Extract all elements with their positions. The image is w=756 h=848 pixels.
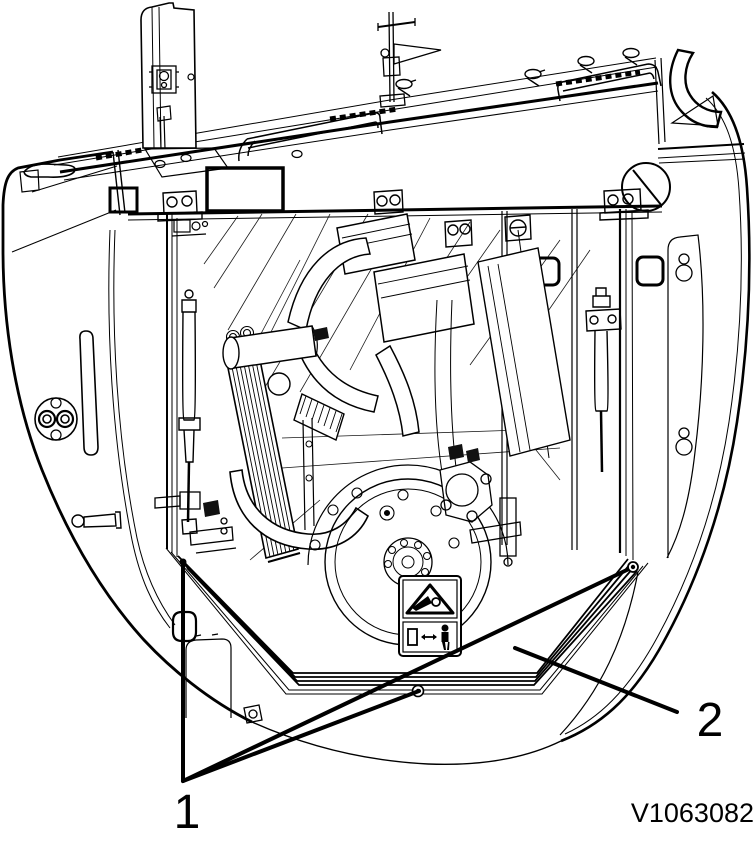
- open-access-door: [140, 2, 303, 178]
- callout-2-line: [513, 646, 679, 714]
- engine-plate: [477, 247, 571, 457]
- flex-pipe: [293, 393, 345, 441]
- callout-2-label: 2: [697, 694, 724, 747]
- pump-cluster: [439, 444, 522, 567]
- engine-assembly: [154, 213, 591, 646]
- lower-hood-panel: [171, 571, 639, 736]
- engine-box-b: [373, 253, 475, 343]
- figure-id: V1063082: [631, 798, 754, 828]
- left-panel-details: [34, 330, 122, 529]
- compartment-frame: [127, 204, 704, 561]
- machine-body-outline: [1, 91, 751, 766]
- door-latch: [149, 65, 179, 94]
- top-right-corner: [621, 48, 723, 212]
- curved-guard: [669, 48, 723, 129]
- charge-pipe: [222, 325, 329, 370]
- coolant-hose: [229, 469, 370, 550]
- warning-decal: [398, 575, 462, 657]
- keep-distance-icon: [402, 621, 458, 653]
- pennant-bracket: [377, 11, 442, 108]
- intake-duct: [287, 237, 371, 332]
- crush-hazard-warning-icon: [402, 579, 458, 619]
- left-fittings: [154, 491, 237, 554]
- connector-plate: [34, 397, 78, 441]
- hood-rails-and-latches: [238, 11, 662, 162]
- gas-strut-right: [585, 287, 622, 473]
- cap-icon: [621, 162, 671, 212]
- callout-1-label: 1: [174, 786, 201, 839]
- callout-1-targets: [179, 558, 639, 694]
- callout-1-lines: [181, 561, 633, 783]
- gas-strut-left: [178, 289, 201, 535]
